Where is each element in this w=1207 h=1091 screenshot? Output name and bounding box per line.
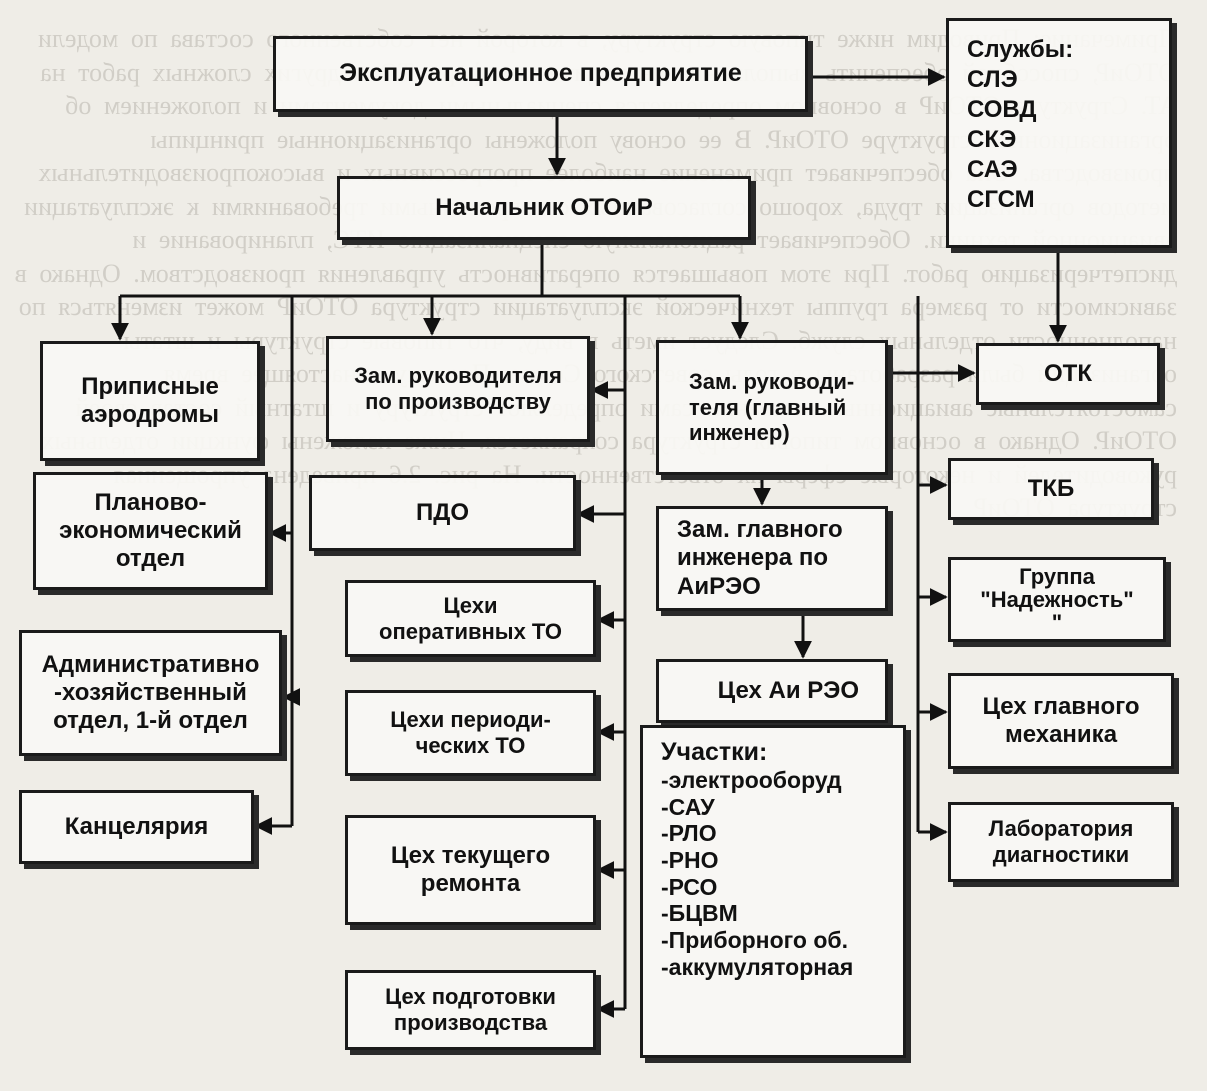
unit-chancellery: Канцелярия xyxy=(19,790,254,864)
unit-pdo: ПДО xyxy=(309,475,576,551)
services-item: СКЭ xyxy=(967,126,1017,153)
sections-item: -РЛО xyxy=(661,820,717,847)
services-box: Службы: СЛЭ СОВД СКЭ САЭ СГСМ xyxy=(946,18,1172,248)
services-title: Службы: xyxy=(967,36,1074,63)
unit-otk: ОТК xyxy=(976,343,1160,405)
services-item: САЭ xyxy=(967,156,1018,183)
sections-item: -электрооборуд xyxy=(661,767,842,793)
sections-box: Участки: -электрооборуд -САУ -РЛО -РНО -… xyxy=(640,725,906,1058)
sections-item: -Приборного об. xyxy=(661,927,848,954)
sections-item: -БЦВМ xyxy=(661,900,738,927)
sections-title: Участки: xyxy=(661,738,768,766)
unit-planning-dept: Планово- экономический отдел xyxy=(33,472,268,590)
head-otoir-box: Начальник ОТОиР xyxy=(337,176,751,240)
unit-tkb: ТКБ xyxy=(948,458,1154,520)
unit-production-prep: Цех подготовки производства xyxy=(345,970,596,1050)
sections-item: -РНО xyxy=(661,847,719,874)
root-enterprise-box: Эксплуатационное предприятие xyxy=(273,36,808,112)
sections-item: -аккумуляторная xyxy=(661,953,854,980)
airo-shop-box: Цех Аи РЭО xyxy=(656,659,888,723)
unit-reliability-group: Группа "Надежность" " xyxy=(948,557,1166,642)
services-item: СОВД xyxy=(967,96,1037,123)
unit-chief-mechanic-shop: Цех главного механика xyxy=(948,673,1174,769)
deputy-production-box: Зам. руководителя по производству xyxy=(326,336,590,442)
services-item: СЛЭ xyxy=(967,66,1018,93)
unit-operational-to: Цехи оперативных ТО xyxy=(345,580,596,657)
unit-airfields: Приписные аэродромы xyxy=(40,341,260,461)
sections-item: -РСО xyxy=(661,873,718,900)
unit-admin-dept: Административно -хозяйственный отдел, 1-… xyxy=(19,630,282,756)
services-item: СГСМ xyxy=(967,186,1035,213)
deputy-chief-engineer-box: Зам. главного инженера по АиРЭО xyxy=(656,506,888,611)
chief-engineer-box: Зам. руководи- теля (главный инженер) xyxy=(656,340,888,475)
unit-periodic-to: Цехи периоди- ческих ТО xyxy=(345,690,596,776)
sections-item: -САУ xyxy=(661,793,715,820)
unit-current-repair: Цех текущего ремонта xyxy=(345,815,596,925)
unit-diagnostics-lab: Лаборатория диагностики xyxy=(948,802,1174,882)
